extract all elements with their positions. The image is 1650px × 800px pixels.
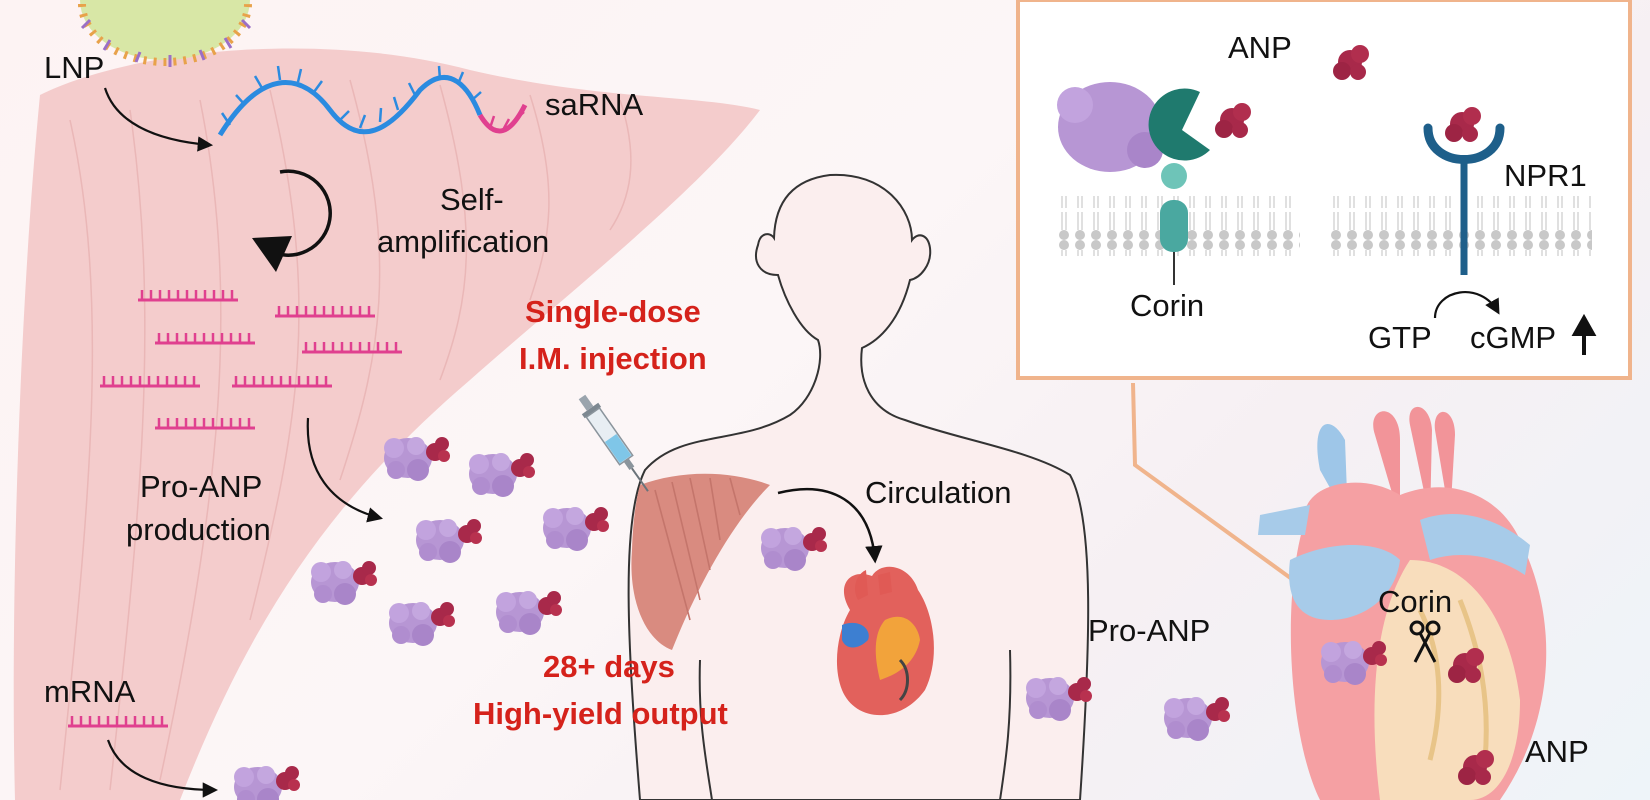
pro-anp-production-label-line2: production bbox=[126, 512, 271, 547]
human-silhouette bbox=[627, 173, 1090, 800]
self-amplification-label-line2: amplification bbox=[377, 224, 549, 259]
inset-npr1-label: NPR1 bbox=[1504, 158, 1587, 193]
muscle-shape bbox=[13, 48, 760, 800]
corin-heart-label: Corin bbox=[1378, 584, 1452, 619]
mrna-arrow bbox=[106, 739, 219, 798]
pro-anp-label: Pro-ANP bbox=[1088, 613, 1210, 648]
sarna-strand bbox=[217, 65, 528, 137]
circulation-arrow bbox=[777, 488, 883, 564]
pro-anp-body-2 bbox=[1164, 697, 1230, 741]
lnp-label: LNP bbox=[44, 50, 104, 85]
sarna-label: saRNA bbox=[545, 87, 644, 122]
inset-connector bbox=[1131, 382, 1364, 632]
corin-receptor bbox=[1057, 82, 1210, 285]
inset-anp-label: ANP bbox=[1228, 30, 1292, 65]
small-heart-icon bbox=[836, 566, 934, 716]
inset-corin-label: Corin bbox=[1130, 288, 1204, 323]
dose-label-line2: I.M. injection bbox=[519, 341, 707, 376]
production-arrow bbox=[306, 417, 383, 523]
inset-cgmp-label: cGMP bbox=[1470, 320, 1556, 355]
self-amplification-arrowhead bbox=[252, 236, 292, 272]
output-label-line2: High-yield output bbox=[473, 696, 728, 731]
mechanism-inset: ANP NPR1 Corin GTP cGMP bbox=[1016, 0, 1632, 380]
npr1-receptor bbox=[1423, 123, 1505, 275]
scissors-icon bbox=[1409, 620, 1441, 663]
mrna-label: mRNA bbox=[44, 674, 136, 709]
inset-gtp-label: GTP bbox=[1368, 320, 1432, 355]
lnp-arrow bbox=[103, 87, 214, 152]
anp-heart-label: ANP bbox=[1525, 734, 1589, 769]
up-arrow-icon bbox=[1571, 313, 1597, 355]
pro-anp-production-label-line1: Pro-ANP bbox=[140, 469, 262, 504]
large-heart-icon bbox=[1258, 406, 1547, 800]
output-label-line1: 28+ days bbox=[543, 649, 675, 684]
syringe-icon bbox=[578, 394, 649, 492]
circulation-label: Circulation bbox=[865, 475, 1011, 510]
self-amplification-arrow bbox=[267, 169, 332, 257]
self-amplification-label-line1: Self- bbox=[440, 182, 504, 217]
lnp-icon bbox=[78, 0, 252, 67]
shoulder-muscle bbox=[631, 473, 770, 650]
gtp-cgmp-arrow bbox=[1433, 291, 1500, 319]
dose-label-line1: Single-dose bbox=[525, 294, 701, 329]
